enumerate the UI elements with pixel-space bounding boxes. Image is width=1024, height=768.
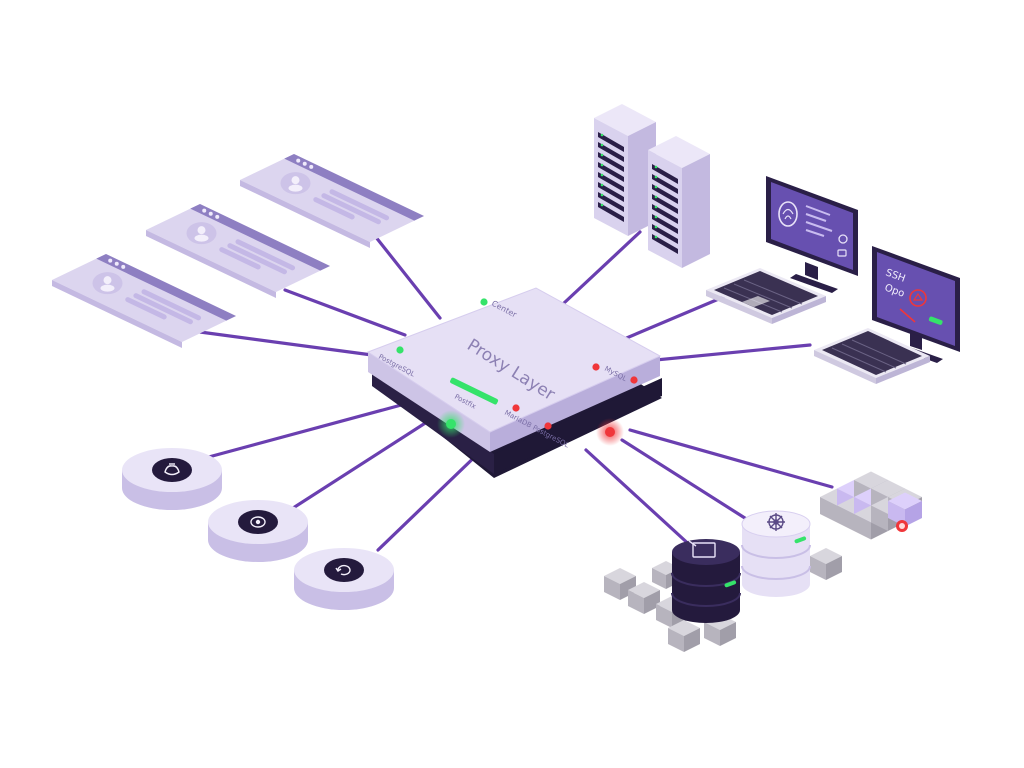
- status-bar: [450, 377, 499, 405]
- led-front-green: [446, 419, 456, 429]
- link-db-dark: [584, 448, 695, 550]
- profile-card-3: [240, 154, 424, 248]
- user-profile-icon: [92, 272, 123, 295]
- user-profile-icon: [186, 222, 217, 245]
- status-indicator: [928, 316, 943, 325]
- sync-icon: [335, 564, 351, 576]
- hub-top: [368, 288, 660, 432]
- record-icon: [250, 516, 266, 528]
- link-cube-grid: [628, 428, 834, 489]
- box-icon: [688, 540, 716, 558]
- profile-card-2: [146, 204, 330, 298]
- link-puck-1: [203, 402, 407, 460]
- cube: [668, 620, 700, 652]
- link-puck-2: [288, 418, 432, 512]
- server-rack-2: [648, 136, 710, 268]
- profile-cards: [52, 154, 424, 348]
- laptop-1: [706, 268, 826, 324]
- led-mariadb: [512, 404, 520, 412]
- link-card-3: [198, 330, 374, 357]
- touchpad: [742, 296, 770, 307]
- led-postgresql: [396, 346, 404, 354]
- link-puck-3: [376, 445, 487, 552]
- cube-alert: [888, 492, 922, 527]
- service-pucks: [122, 448, 394, 610]
- chat-icon: [837, 249, 847, 257]
- laptop-2: [814, 328, 930, 384]
- proxy-layer-hub: Proxy Layer Center PostgreSQL Postfix Ma…: [366, 287, 662, 478]
- cube: [604, 568, 636, 600]
- profile-card-1: [52, 254, 236, 348]
- fingerprint-lock-icon: [778, 201, 798, 227]
- led-mysql-2: [630, 376, 638, 384]
- monitor-left: [766, 176, 858, 293]
- led-mariadb-2: [544, 422, 552, 430]
- key-shield-icon: [909, 289, 927, 307]
- link-card-1: [373, 234, 442, 320]
- led-front-red: [605, 427, 615, 437]
- service-puck-2: [208, 500, 308, 562]
- service-puck-3: [294, 548, 394, 610]
- database-dark: [671, 539, 741, 623]
- server-rack-1: [594, 104, 656, 236]
- service-puck-1: [122, 448, 222, 510]
- kubernetes-icon: [767, 513, 785, 531]
- minus-circle-icon: [838, 234, 848, 244]
- connection-lines: [198, 230, 834, 552]
- link-db-light: [620, 438, 750, 522]
- user-profile-icon: [280, 172, 311, 195]
- link-laptop-2: [633, 343, 812, 364]
- link-card-2: [283, 288, 407, 337]
- cube: [810, 548, 842, 580]
- led-mysql: [592, 363, 600, 371]
- led-center: [480, 298, 488, 306]
- docker-icon: [164, 463, 180, 476]
- server-racks: [594, 104, 710, 268]
- monitor-right: SSH Opo: [872, 246, 960, 363]
- database-light: [741, 510, 811, 597]
